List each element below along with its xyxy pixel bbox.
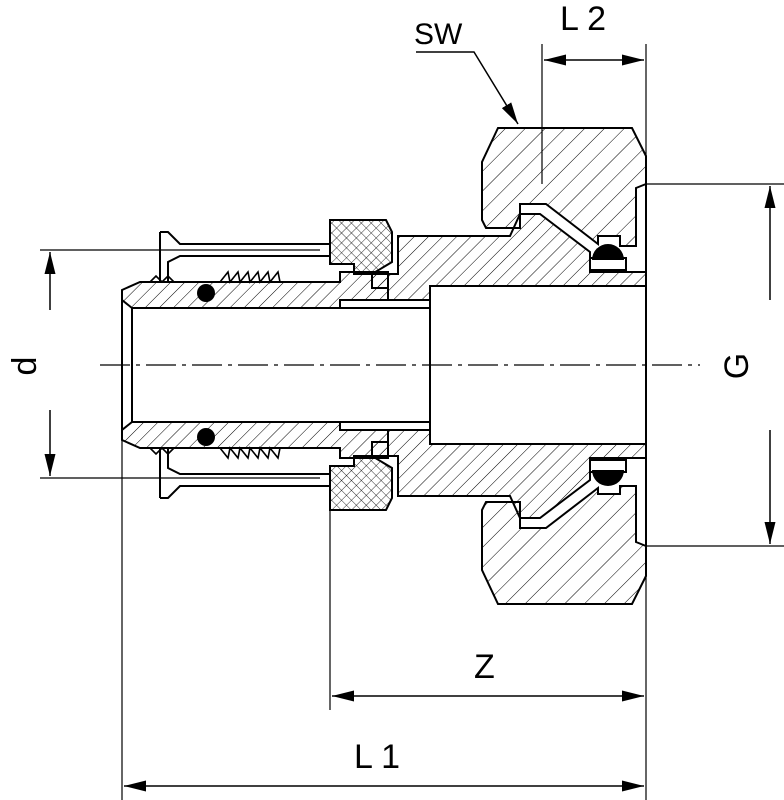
serrations-bottom [149, 446, 281, 460]
o-ring-nut-bottom [592, 470, 624, 486]
label-sw: SW [414, 18, 463, 51]
label-l1: L 1 [354, 738, 400, 776]
o-ring-sleeve-top [197, 284, 215, 302]
label-z: Z [474, 648, 495, 686]
label-g: G [718, 353, 756, 379]
union-nut-bottom [481, 485, 647, 605]
o-ring-sleeve-bottom [197, 428, 215, 446]
union-nut-top [481, 127, 647, 247]
dimension-arrows [44, 51, 776, 792]
serrations-top [149, 270, 281, 284]
retaining-ring-bottom [329, 455, 393, 511]
label-d: d [6, 357, 44, 376]
support-sleeve-top [121, 271, 389, 309]
o-ring-nut-top [592, 244, 624, 260]
extension-lines [40, 44, 784, 800]
label-l2: L 2 [560, 0, 606, 38]
retaining-ring-top [329, 219, 393, 275]
support-sleeve-bottom [121, 421, 389, 459]
